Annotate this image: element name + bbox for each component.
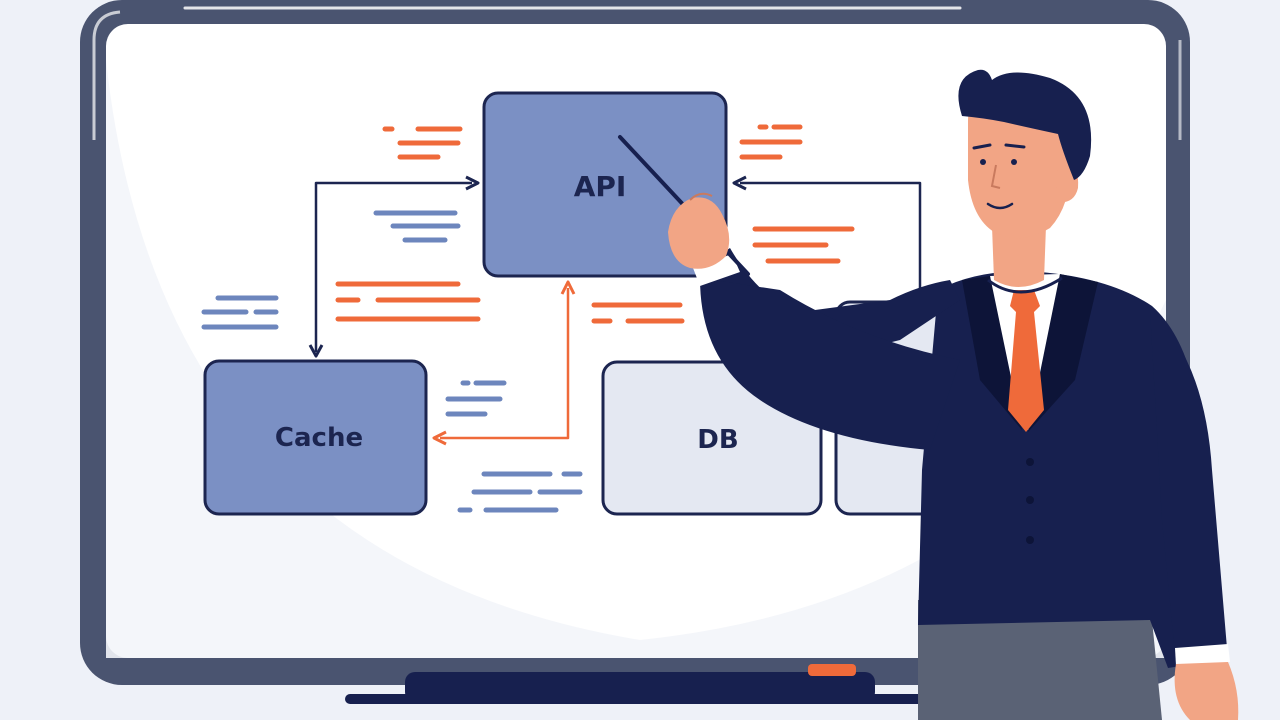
presenter-eyebrow <box>972 143 992 150</box>
marker-tray-base <box>345 694 925 704</box>
node-api-label: API <box>574 170 627 203</box>
whiteboard-edge-highlight <box>92 10 121 140</box>
arrowhead-into-cache-right <box>432 430 447 446</box>
edge-api-cache <box>440 288 570 440</box>
presenter-left-cuff <box>693 254 740 286</box>
presenter-pointing-arm-lower <box>700 278 960 450</box>
presenter-tie <box>1008 290 1044 432</box>
presenter-hair <box>958 69 1092 180</box>
presenter-nose <box>990 164 1001 189</box>
node-api: API <box>482 91 728 278</box>
presenter-finger <box>689 192 713 201</box>
jacket-button <box>1026 458 1034 466</box>
presenter <box>618 69 1239 720</box>
presenter-trousers <box>918 600 1162 720</box>
node-cache: Cache <box>203 359 428 516</box>
arrowhead-into-api-bottom <box>560 280 576 295</box>
node-cache-box <box>203 359 428 516</box>
edge-extra-api <box>740 181 922 300</box>
edge-cache-api <box>314 181 472 352</box>
presenter-right-hand <box>1174 662 1239 720</box>
arrowhead-into-api-left <box>465 175 480 191</box>
presenter-eye <box>980 159 986 165</box>
marker <box>808 664 856 676</box>
presenter-right-arm <box>1150 310 1228 665</box>
presenter-eyebrow <box>1004 143 1026 149</box>
node-db-label: DB <box>697 425 738 455</box>
arrowhead-into-api-right <box>732 175 747 191</box>
presenter-mouth <box>986 202 1014 210</box>
arrowhead-into-cache-top <box>308 344 324 358</box>
jacket-button <box>1026 496 1034 504</box>
presenter-lapel-left <box>962 276 1022 430</box>
presenter-right-cuff <box>1175 644 1230 666</box>
presenter-eye <box>1011 159 1017 165</box>
presenter-lapel-right <box>1028 274 1098 432</box>
jacket-button <box>1026 536 1034 544</box>
node-api-box <box>482 91 728 278</box>
presenter-pointing-hand <box>668 197 730 269</box>
presenter-collar-line <box>987 276 1063 294</box>
node-cache-label: Cache <box>275 423 363 453</box>
presenter-neck <box>992 226 1046 287</box>
edges <box>308 175 922 446</box>
